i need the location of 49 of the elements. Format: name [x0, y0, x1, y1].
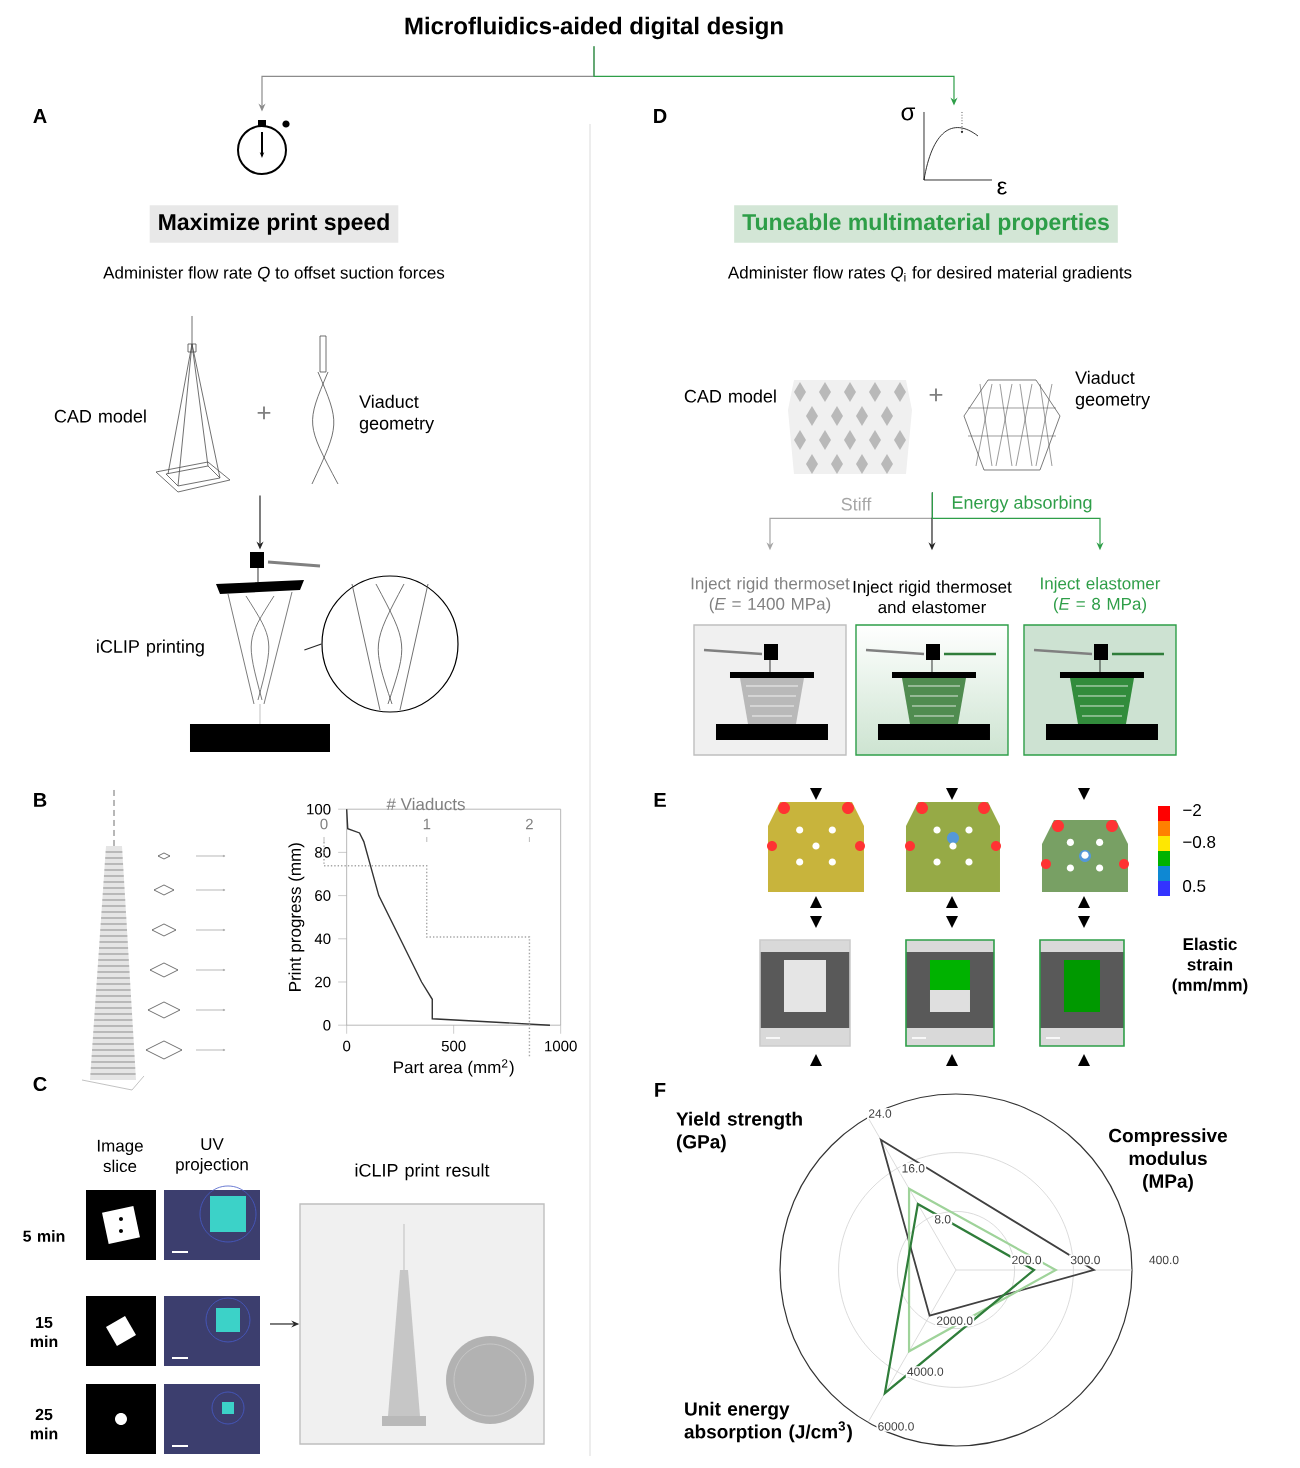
panel-letter: D	[654, 109, 667, 123]
row-label: 15 min	[30, 1316, 58, 1348]
colorbar-title: Elastic strain (mm/mm)	[1172, 937, 1248, 995]
printer-panel: Inject rigid thermoset and elastomer	[853, 580, 1012, 756]
plus-sign: +	[257, 406, 271, 420]
row-label: 25 min	[30, 1408, 58, 1440]
colorbar-label: −0.8	[1183, 836, 1216, 848]
node-caption: CAD model	[684, 389, 776, 403]
edge-label: Stiff	[838, 495, 874, 513]
axis-title: Yield strength (GPa)	[676, 1111, 802, 1153]
title: Microfluidics-aided digital design	[405, 16, 783, 40]
heading-box: Tuneable multimaterial properties	[734, 205, 1118, 243]
panel-letter: B	[34, 793, 47, 807]
node-label: iCLIP print result	[355, 1163, 490, 1181]
row-label: 5 min	[23, 1230, 65, 1242]
panel-letter: A	[33, 109, 47, 123]
panel-letter: E	[654, 793, 666, 807]
stress-strain-icon	[923, 111, 993, 181]
subtitle: Administer flow rates Q$_{i}$ for desired material gradients	[727, 266, 1132, 282]
axis-symbol: ε	[997, 181, 1007, 195]
leader-line	[303, 643, 322, 651]
panel-letter: C	[33, 1076, 47, 1092]
node-label: Inject elastomer (E = 8 MPa)	[1041, 576, 1161, 614]
column-header: UV projection	[176, 1138, 248, 1174]
axis-symbol: σ	[901, 107, 916, 121]
panel-letter: F	[655, 1083, 666, 1097]
printer-panel: Inject elastomer (E = 8 MPa)	[1023, 577, 1177, 756]
node-caption: CAD model	[54, 409, 146, 423]
printer-panel: Inject rigid thermoset (E = 1400 MPa)	[691, 577, 850, 756]
node-caption: Viaduct geometry	[1075, 370, 1151, 410]
stopwatch-icon	[237, 120, 290, 175]
node-label: Inject rigid thermoset (E = 1400 MPa)	[691, 576, 850, 614]
node-caption: iCLIP printing	[97, 639, 204, 657]
print-photo: iCLIP print result	[299, 1163, 545, 1445]
edge-label: Energy absorbing	[949, 493, 1095, 515]
axis-title: # Viaducts	[386, 797, 465, 811]
plus-sign: +	[929, 388, 943, 402]
column-header: Image slice	[97, 1139, 143, 1173]
magnified-view-drawing	[321, 575, 459, 713]
heading-box: Maximize print speed	[149, 205, 399, 243]
subtitle: Administer flow rate Q to offset suction forces	[103, 266, 445, 282]
axis-title: Compressive modulus (MPa)	[1109, 1128, 1227, 1192]
axis-title: Unit energy absorption (J/cm$^{3}$)	[684, 1401, 852, 1443]
colorbar-label: 0.5	[1183, 880, 1206, 892]
colorbar-label: −2	[1183, 804, 1201, 816]
y-axis-title: Print progress (mm)	[288, 843, 305, 991]
node-label: Inject rigid thermoset and elastomer	[853, 580, 1012, 614]
node-caption: Viaduct geometry	[359, 394, 435, 434]
x-axis-title: Part area (mm$^{2}$)	[394, 1059, 514, 1077]
